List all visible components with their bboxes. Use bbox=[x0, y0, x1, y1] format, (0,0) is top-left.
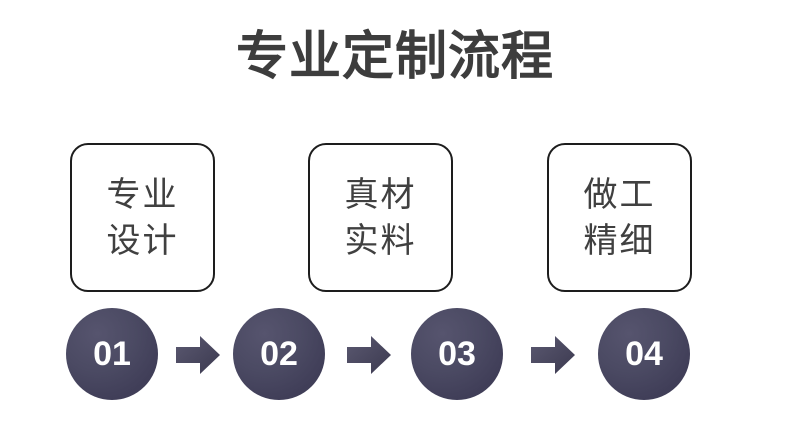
feature-box-fine-workmanship: 做工 精细 bbox=[547, 143, 692, 292]
step-circle-04: 04 bbox=[598, 308, 690, 400]
step-number: 02 bbox=[260, 335, 298, 373]
feature-box-line-2: 精细 bbox=[583, 221, 656, 260]
step-number: 03 bbox=[438, 335, 476, 373]
feature-box-professional-design: 专业 设计 bbox=[70, 143, 215, 292]
feature-box-line-2: 实料 bbox=[344, 221, 417, 260]
step-number: 04 bbox=[625, 335, 663, 373]
feature-box-line-2: 设计 bbox=[106, 221, 179, 260]
arrow-right-icon bbox=[531, 336, 575, 374]
feature-box-line-1: 真材 bbox=[344, 175, 417, 214]
feature-box-line-1: 专业 bbox=[106, 175, 179, 214]
step-circle-01: 01 bbox=[66, 308, 158, 400]
step-number: 01 bbox=[93, 335, 131, 373]
arrow-right-icon bbox=[176, 336, 220, 374]
arrow-right-icon bbox=[347, 336, 391, 374]
feature-box-genuine-materials: 真材 实料 bbox=[308, 143, 453, 292]
feature-box-line-1: 做工 bbox=[583, 175, 656, 214]
step-circle-02: 02 bbox=[233, 308, 325, 400]
page-title: 专业定制流程 bbox=[235, 28, 554, 86]
step-circle-03: 03 bbox=[411, 308, 503, 400]
